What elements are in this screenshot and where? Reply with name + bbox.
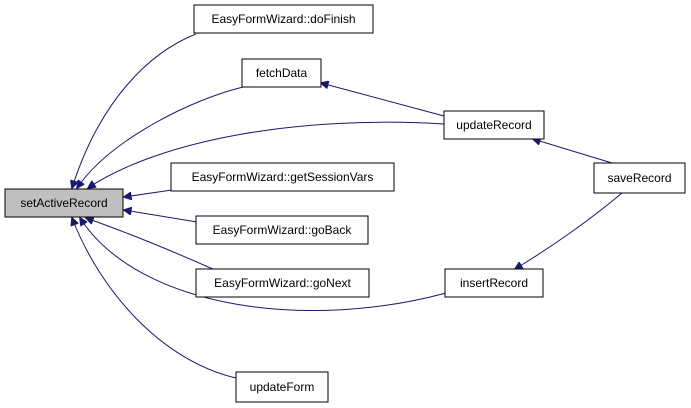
node-label: updateForm	[250, 380, 315, 394]
node-updateform[interactable]: updateForm	[235, 371, 329, 403]
node-label: setActiveRecord	[20, 196, 107, 210]
edge-updaterecord-to-setactiverecord	[88, 121, 445, 188]
node-label: EasyFormWizard::goNext	[214, 276, 351, 290]
edges	[72, 33, 623, 379]
node-easyformwizard-gonext[interactable]: EasyFormWizard::goNext	[195, 268, 370, 298]
edge-goback-to-setactiverecord	[124, 210, 198, 223]
node-insertrecord[interactable]: insertRecord	[444, 268, 544, 298]
edge-getsessionvars-to-setactiverecord	[124, 189, 173, 197]
node-easyformwizard-getsessionvars[interactable]: EasyFormWizard::getSessionVars	[170, 162, 395, 192]
edge-saverecord-to-insertrecord	[515, 192, 623, 269]
node-easyformwizard-goback[interactable]: EasyFormWizard::goBack	[195, 215, 369, 245]
node-saverecord[interactable]: saveRecord	[593, 162, 686, 194]
edge-dofinish-to-setactiverecord	[72, 33, 197, 188]
node-updaterecord[interactable]: updateRecord	[443, 110, 545, 140]
node-setactiverecord[interactable]: setActiveRecord	[4, 188, 124, 218]
node-fetchdata[interactable]: fetchData	[241, 58, 322, 88]
node-label: EasyFormWizard::getSessionVars	[192, 170, 374, 184]
node-label: EasyFormWizard::doFinish	[211, 12, 355, 26]
edge-updaterecord-to-fetchdata	[321, 83, 445, 117]
node-label: saveRecord	[607, 171, 671, 185]
node-label: EasyFormWizard::goBack	[213, 223, 353, 237]
node-label: updateRecord	[456, 118, 531, 132]
edge-insertrecord-to-setactiverecord	[80, 218, 447, 311]
edge-gonext-to-setactiverecord	[86, 218, 216, 271]
node-easyformwizard-dofinish[interactable]: EasyFormWizard::doFinish	[193, 4, 374, 34]
node-label: fetchData	[256, 66, 308, 80]
edge-fetchdata-to-setactiverecord	[77, 86, 244, 188]
edge-saverecord-to-updaterecord	[533, 139, 613, 164]
node-label: insertRecord	[460, 276, 528, 290]
edge-updateform-to-setactiverecord	[72, 218, 237, 379]
